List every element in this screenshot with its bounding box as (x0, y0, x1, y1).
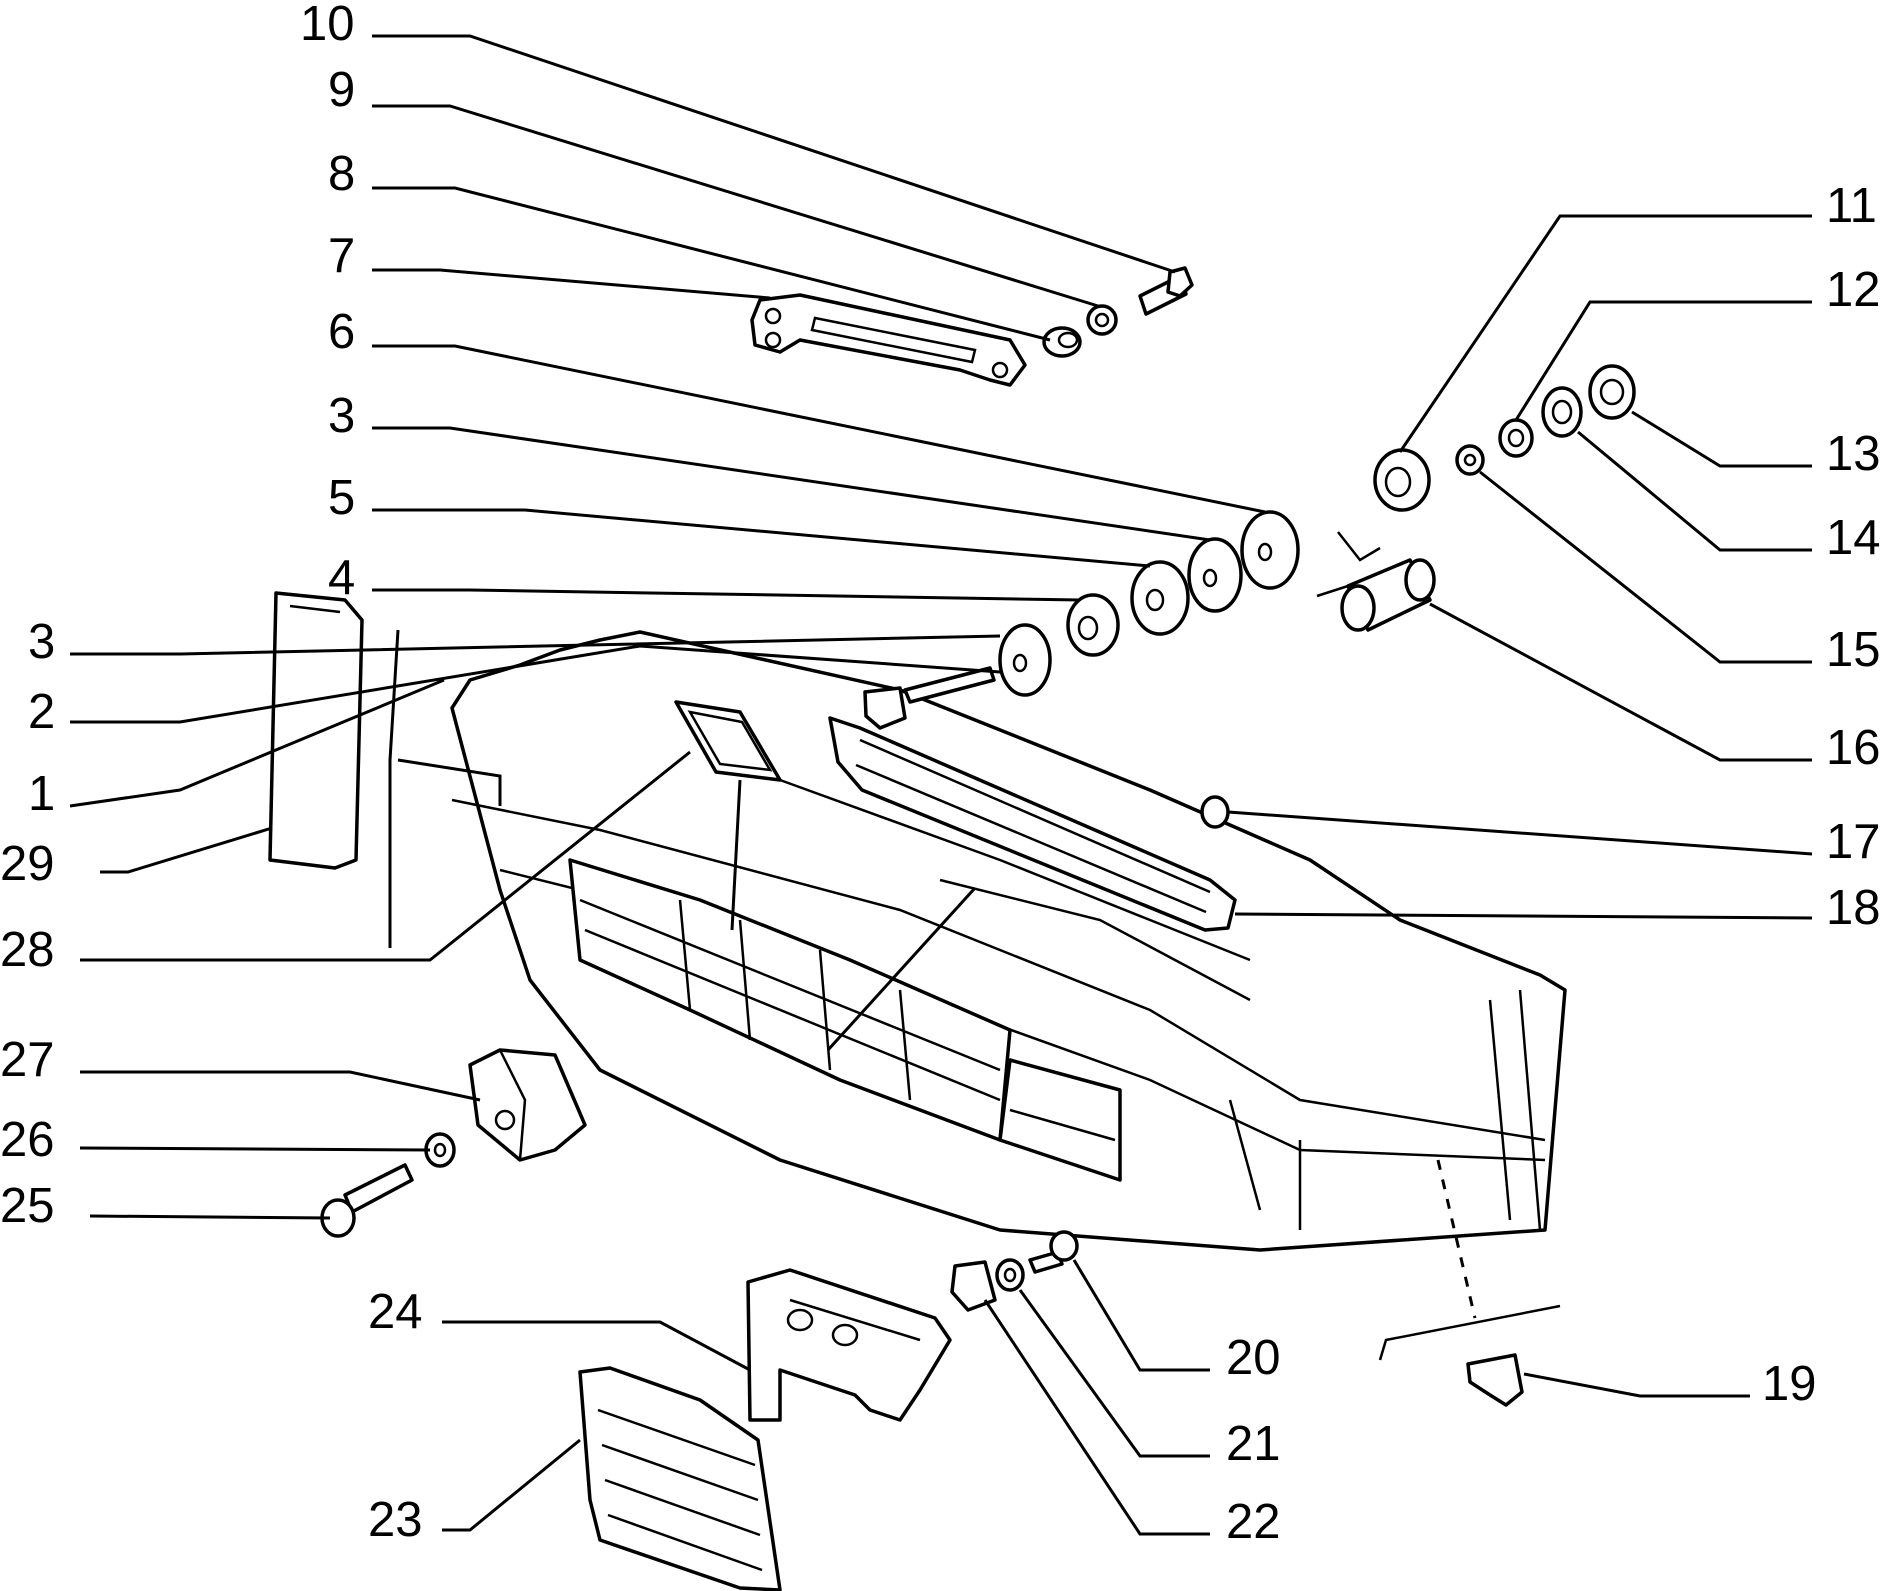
bushing-4 (1066, 593, 1120, 657)
disc-6 (1240, 510, 1300, 590)
callout-2: 2 (28, 685, 55, 739)
bumper-grille (568, 858, 1122, 1182)
callout-23: 23 (368, 1493, 423, 1547)
plate-28 (674, 700, 782, 782)
callout-22: 22 (1226, 1495, 1281, 1549)
leader-25 (89, 1214, 331, 1220)
cover-29 (268, 591, 364, 870)
leader-10 (372, 34, 1176, 274)
leader-lines (69, 34, 1813, 1536)
callout-25: 25 (0, 1179, 55, 1233)
leader-15 (1479, 470, 1812, 664)
leader-18 (1234, 912, 1813, 920)
leader-20 (1072, 1259, 1210, 1372)
disc-3a (1187, 537, 1243, 613)
callout-26: 26 (0, 1113, 55, 1167)
bracket-7 (750, 293, 1027, 387)
grille-23 (578, 1366, 782, 1591)
callout-20: 20 (1226, 1331, 1281, 1385)
callout-17: 17 (1826, 815, 1881, 869)
callout-19: 19 (1762, 1357, 1817, 1411)
washer-14 (1541, 386, 1583, 438)
callout-8: 8 (328, 147, 355, 201)
trim-bar-18 (828, 716, 1237, 932)
callout-6: 6 (328, 305, 355, 359)
bushing-5 (1130, 560, 1190, 636)
callout-29: 29 (0, 837, 55, 891)
leader-16 (1429, 602, 1812, 762)
leader-3b (70, 634, 1001, 656)
leader-5 (372, 508, 1151, 568)
nut-12 (1498, 418, 1534, 458)
leader-13 (1631, 410, 1812, 468)
callout-18: 18 (1826, 881, 1881, 935)
callout-5: 5 (328, 471, 355, 525)
leader-29 (100, 826, 273, 874)
leader-7 (372, 268, 771, 300)
bracket-24 (746, 1268, 952, 1422)
leader-26 (79, 1146, 431, 1152)
callout-4: 4 (328, 551, 355, 605)
leader-4 (372, 588, 1081, 602)
leader-27 (80, 1070, 481, 1102)
callout-labels: 10 9 8 7 6 3 5 4 3 2 1 29 28 27 26 25 24… (0, 0, 1881, 1549)
leader-1 (69, 678, 445, 808)
callout-3b: 3 (28, 615, 55, 669)
callout-27: 27 (0, 1033, 55, 1087)
callout-21: 21 (1226, 1417, 1281, 1471)
clip-17 (1200, 795, 1230, 829)
bumper-body (450, 630, 1567, 1252)
callout-10: 10 (300, 0, 355, 51)
leader-8 (372, 186, 1051, 342)
callout-16: 16 (1826, 721, 1881, 775)
bolt-25 (320, 1163, 414, 1238)
leader-22 (983, 1299, 1210, 1536)
callout-11: 11 (1826, 179, 1877, 233)
leader-17 (1227, 810, 1813, 856)
callout-13: 13 (1826, 427, 1881, 481)
washer-9 (1086, 304, 1118, 336)
nut-26 (424, 1132, 456, 1168)
leader-3a (372, 426, 1211, 542)
callout-9: 9 (328, 63, 355, 117)
leader-2 (70, 644, 1001, 724)
bolt-10 (1138, 266, 1194, 316)
callout-28: 28 (0, 923, 55, 977)
bracket-27 (468, 1048, 587, 1162)
plug-19 (1378, 1159, 1561, 1407)
callout-24: 24 (368, 1285, 423, 1339)
leader-12 (1514, 300, 1812, 421)
nut-13 (1588, 364, 1636, 420)
callout-12: 12 (1826, 263, 1881, 317)
callout-3a: 3 (328, 389, 355, 443)
leader-19 (1523, 1372, 1750, 1398)
leader-23 (442, 1438, 581, 1532)
leader-9 (372, 104, 1099, 308)
clip-22 (950, 1260, 997, 1312)
callout-1: 1 (28, 767, 55, 821)
washer-21 (995, 1258, 1025, 1292)
leader-21 (1018, 1289, 1210, 1458)
leader-11 (1398, 214, 1812, 453)
washer-15 (1455, 444, 1485, 476)
callout-7: 7 (328, 229, 355, 283)
bolt-2 (863, 666, 996, 730)
spacer-16 (1316, 531, 1436, 632)
bolt-20 (1028, 1230, 1079, 1274)
disc-3b (998, 623, 1052, 697)
leader-24 (442, 1320, 751, 1372)
leader-6 (372, 344, 1266, 514)
nut-11 (1373, 448, 1431, 512)
callout-14: 14 (1826, 511, 1881, 565)
callout-15: 15 (1826, 623, 1881, 677)
leader-28 (80, 750, 691, 962)
leader-14 (1577, 430, 1812, 552)
fastener-8 (1042, 326, 1082, 358)
